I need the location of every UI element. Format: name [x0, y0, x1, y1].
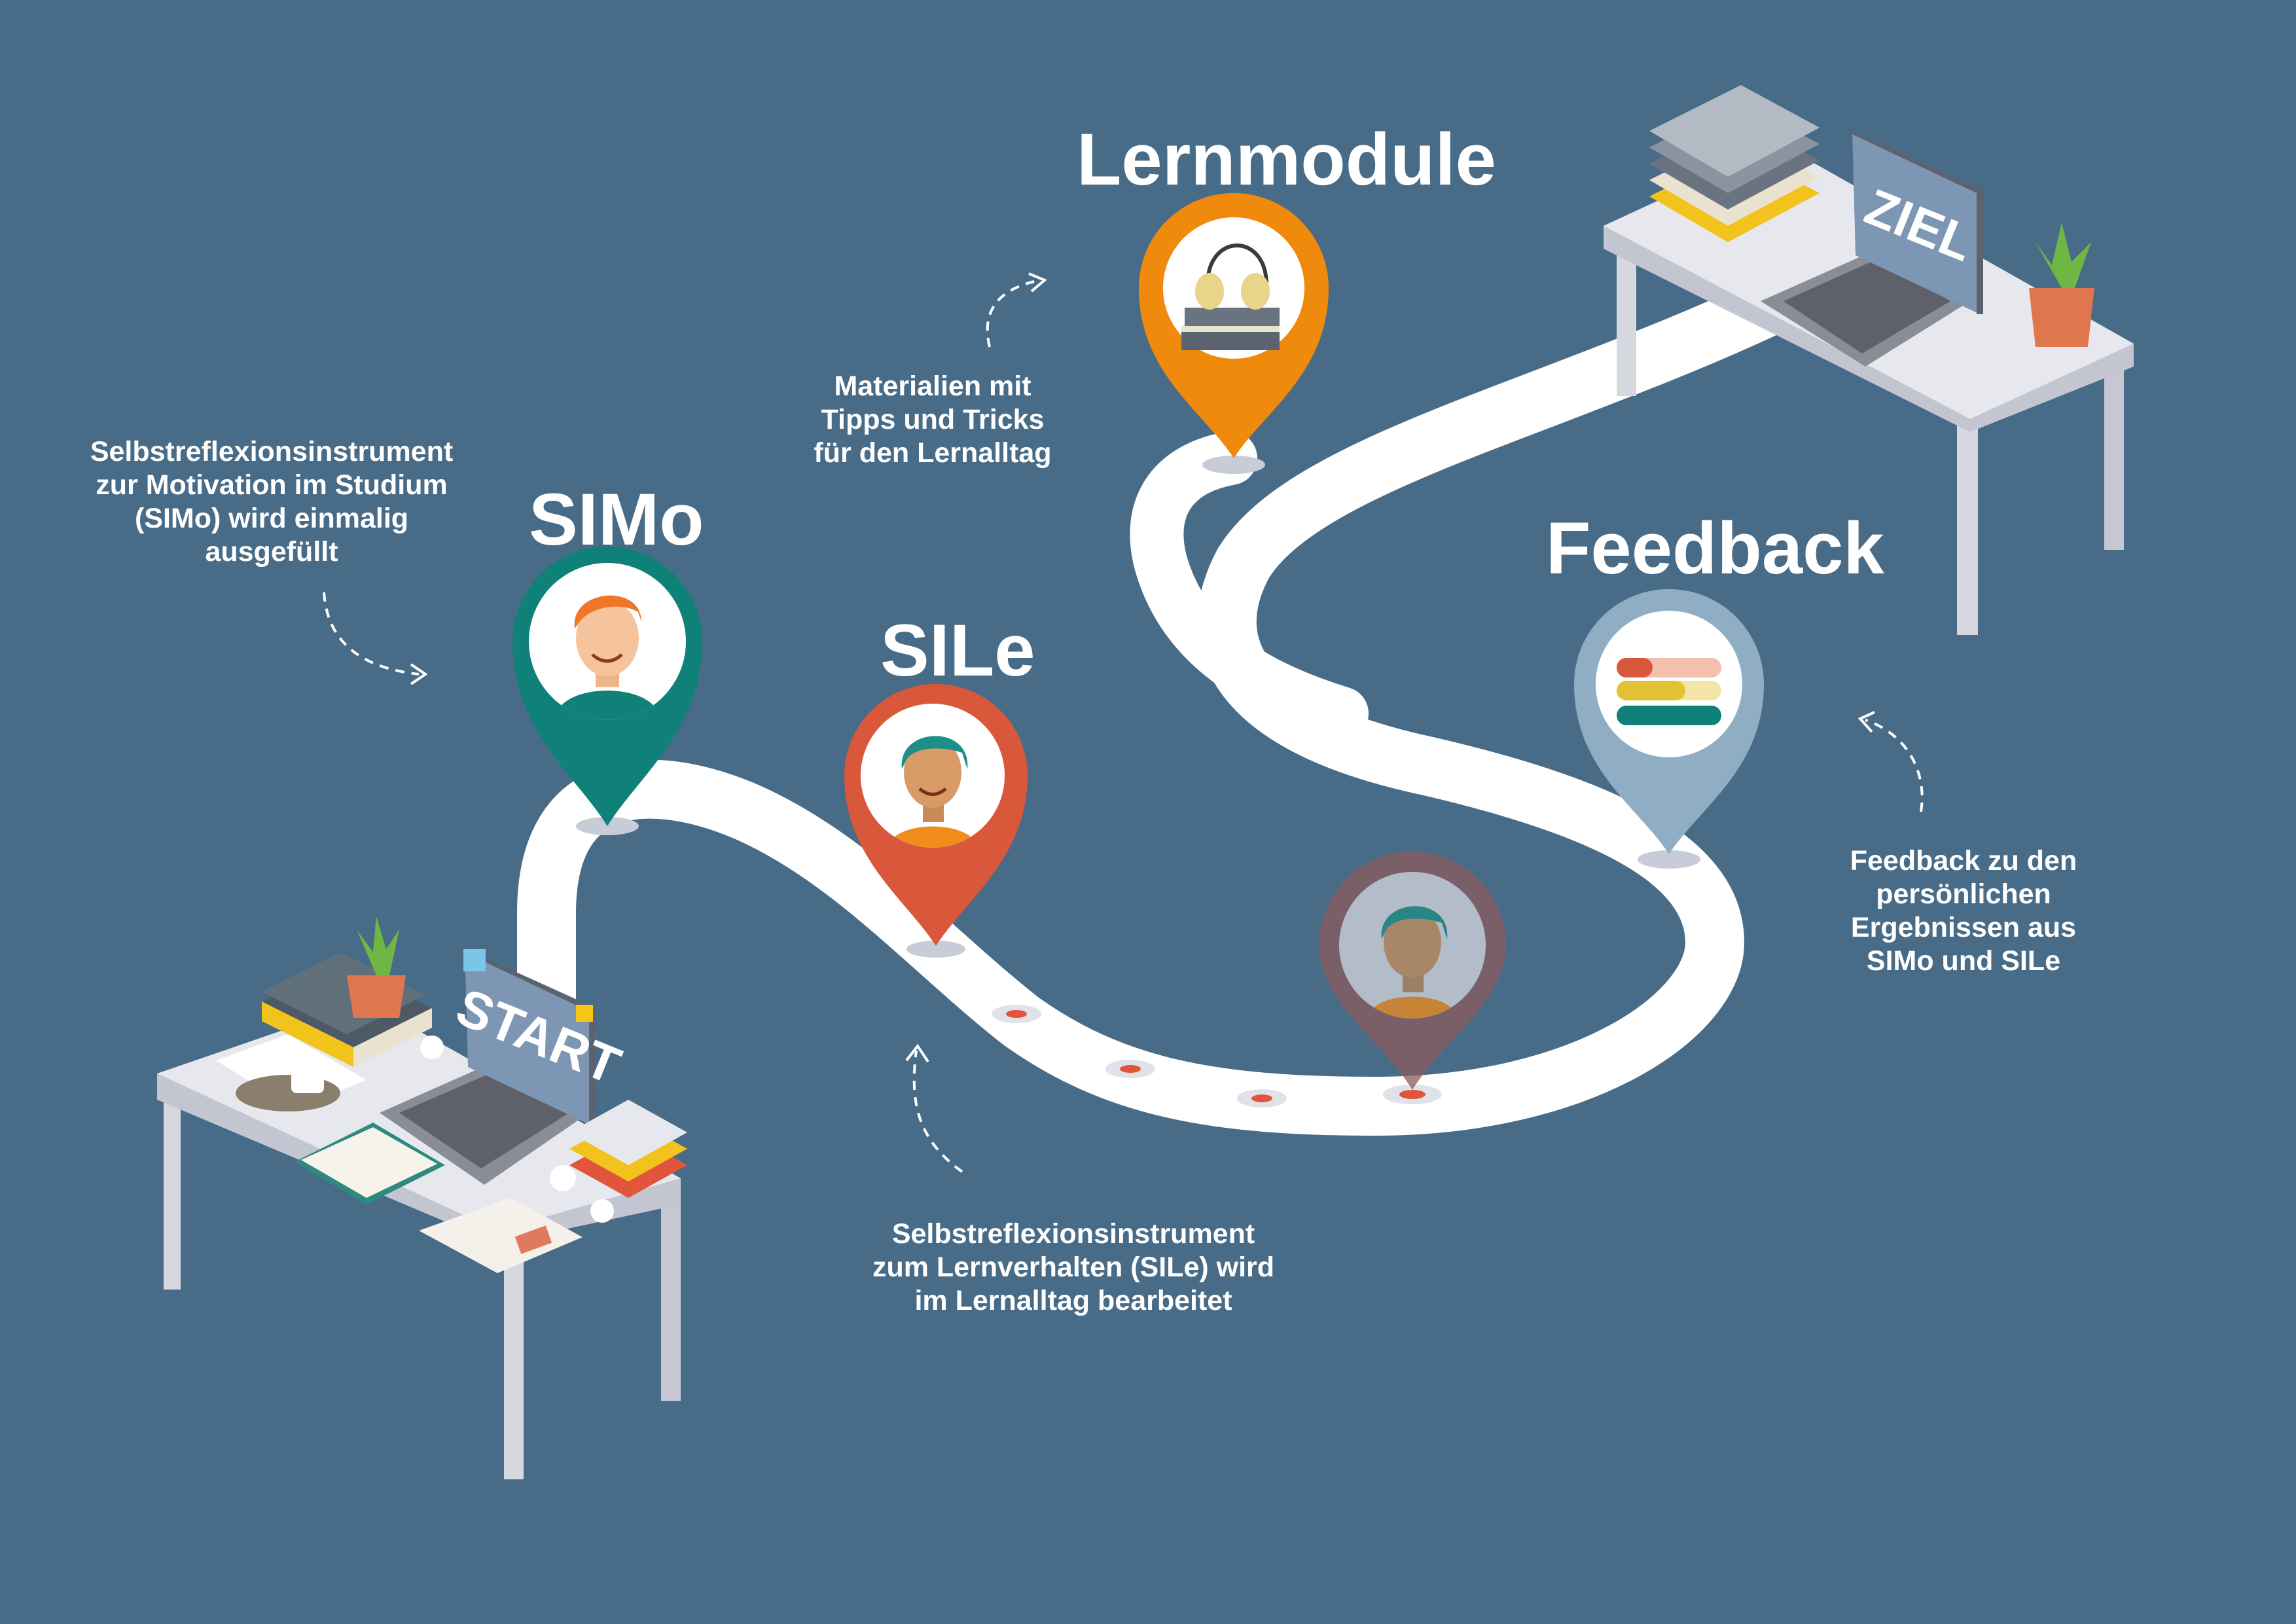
- note-line: persönlichen: [1876, 878, 2051, 910]
- note-line: zur Motivation im Studium: [96, 469, 448, 501]
- path-dot: [1251, 1094, 1272, 1102]
- feedback-title: Feedback: [1546, 507, 1884, 589]
- arrow-head: [1028, 272, 1047, 293]
- dashed-arrows: [323, 272, 1924, 1173]
- path-dot: [1399, 1090, 1426, 1099]
- lernmodule-note: Materialien mit Tipps und Tricks für den…: [769, 370, 1096, 470]
- note-line: Materialien mit: [834, 370, 1031, 402]
- note-line: im Lernalltag bearbeitet: [914, 1285, 1232, 1316]
- person-icon: [1367, 906, 1458, 1019]
- note-line: zum Lernverhalten (SILe) wird: [872, 1252, 1275, 1283]
- arrow-head: [410, 663, 428, 685]
- simo-title: SIMo: [529, 478, 704, 560]
- person-icon: [555, 595, 660, 720]
- note-line: Tipps und Tricks: [821, 404, 1045, 435]
- arrow-head: [1857, 711, 1875, 733]
- note-line: (SIMo) wird einmalig: [134, 503, 409, 534]
- simo-pin: [512, 547, 702, 835]
- start-desk: START: [157, 916, 687, 1479]
- sile-title: SILe: [880, 609, 1035, 691]
- note-line: SIMo und SILe: [1866, 945, 2061, 977]
- note-line: Selbstreflexionsinstrument: [90, 436, 454, 467]
- arrow-head: [905, 1043, 929, 1063]
- arrow-to-feedback: [1865, 719, 1924, 812]
- feedback-bars-icon: [1617, 658, 1721, 725]
- headphones-books-icon: [1181, 244, 1280, 350]
- note-line: Feedback zu den: [1850, 845, 2077, 876]
- person-icon: [887, 736, 978, 848]
- arrow-to-simo: [323, 592, 420, 676]
- sile-pin: [844, 684, 1028, 958]
- arrow-to-path: [912, 1050, 963, 1173]
- note-line: für den Lernalltag: [814, 437, 1052, 469]
- arrow-to-lernmodule: [986, 280, 1035, 348]
- lernmodule-title: Lernmodule: [1077, 118, 1496, 200]
- path-markers: [992, 1005, 1442, 1108]
- learning-path: [517, 217, 1921, 1136]
- simo-note: Selbstreflexionsinstrument zur Motivatio…: [46, 435, 497, 569]
- note-line: Selbstreflexionsinstrument: [891, 1218, 1255, 1250]
- goal-desk: ZIEL: [1604, 85, 2134, 635]
- note-line: ausgefüllt: [205, 536, 338, 568]
- note-line: Ergebnissen aus: [1850, 912, 2077, 943]
- path-dot: [1006, 1010, 1027, 1018]
- path-dot: [1120, 1065, 1141, 1073]
- feedback-pin: [1574, 589, 1764, 869]
- feedback-note: Feedback zu den persönlichen Ergebnissen…: [1767, 844, 2160, 978]
- sile-note: Selbstreflexionsinstrument zum Lernverha…: [815, 1218, 1332, 1318]
- lernmodule-pin: [1139, 193, 1329, 474]
- ghost-pin: [1318, 851, 1506, 1090]
